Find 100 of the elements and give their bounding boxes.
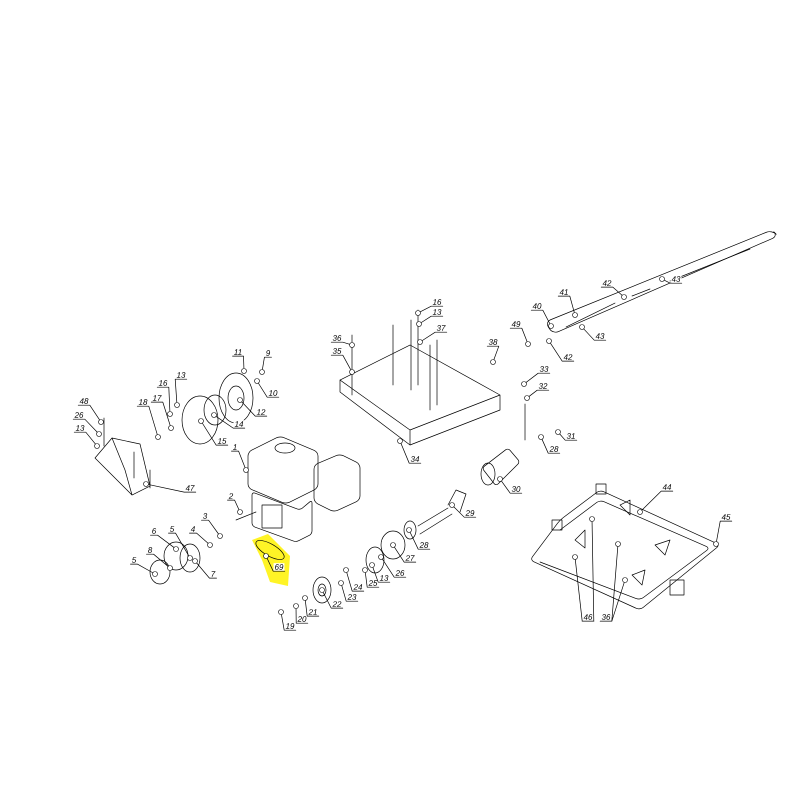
callout-number: 1 xyxy=(232,443,238,451)
leader-line xyxy=(394,547,416,562)
leader-line xyxy=(560,434,578,441)
callout-number: 5 xyxy=(130,556,138,564)
leader-line xyxy=(168,532,189,556)
callout-number: 2 xyxy=(228,492,234,500)
part-marker xyxy=(217,533,223,539)
leader-line xyxy=(600,582,624,622)
leader-line xyxy=(341,585,358,602)
callout-number: 36 xyxy=(600,613,612,621)
part-marker xyxy=(572,554,578,560)
leader-line xyxy=(486,346,500,360)
part-marker xyxy=(211,412,217,418)
part-marker xyxy=(187,555,193,561)
part-marker xyxy=(397,438,403,444)
callout-number: 34 xyxy=(410,455,420,463)
leader-line xyxy=(174,378,188,403)
part-marker xyxy=(173,546,179,552)
leader-line xyxy=(201,520,219,534)
part-marker xyxy=(155,434,161,440)
callout-number: 3 xyxy=(202,512,208,520)
callout-number: 26 xyxy=(394,569,406,577)
callout-number: 49 xyxy=(510,320,522,328)
part-marker xyxy=(259,369,265,375)
leader-line xyxy=(501,480,522,494)
leader-line xyxy=(202,423,228,446)
callout-number: 48 xyxy=(78,397,90,405)
callout-number: 20 xyxy=(296,615,308,623)
part-marker xyxy=(415,310,421,316)
callout-number: 19 xyxy=(284,622,296,630)
callout-number: 13 xyxy=(74,424,86,432)
leader-line xyxy=(642,490,674,510)
callout-number: 40 xyxy=(532,302,542,310)
callout-number: 33 xyxy=(538,365,550,373)
part-marker xyxy=(237,509,243,515)
callout-number: 29 xyxy=(464,509,476,517)
part-marker xyxy=(174,402,180,408)
callout-number: 21 xyxy=(308,608,318,616)
part-marker xyxy=(538,434,544,440)
leader-line xyxy=(346,572,364,592)
part-marker xyxy=(98,419,104,425)
leader-line xyxy=(189,532,208,544)
callout-number: 43 xyxy=(670,275,682,283)
part-marker xyxy=(548,323,554,329)
part-marker xyxy=(524,395,530,401)
leader-line xyxy=(281,614,296,631)
leader-line xyxy=(526,372,550,383)
part-marker xyxy=(198,418,204,424)
callout-number: 12 xyxy=(256,408,266,416)
part-marker xyxy=(302,595,308,601)
leader-line xyxy=(542,439,560,454)
leader-line xyxy=(227,500,240,510)
leader-line xyxy=(420,306,444,312)
part-marker xyxy=(254,378,260,384)
leader-line xyxy=(266,558,286,572)
part-marker xyxy=(546,338,552,344)
callout-number: 10 xyxy=(268,389,278,397)
callout-number: 45 xyxy=(720,513,732,521)
part-marker xyxy=(143,481,149,487)
leader-line xyxy=(296,608,308,624)
callout-number: 17 xyxy=(152,394,162,402)
part-marker xyxy=(406,527,412,533)
leader-line xyxy=(664,280,682,284)
part-marker xyxy=(449,502,455,508)
leader-line xyxy=(136,406,158,435)
leader-line xyxy=(410,532,430,550)
callout-number: 47 xyxy=(184,484,196,492)
callout-number: 13 xyxy=(176,371,186,379)
leader-line xyxy=(130,564,153,573)
part-marker xyxy=(343,567,349,573)
leader-line xyxy=(600,286,622,296)
part-marker xyxy=(555,429,561,435)
callout-number: 41 xyxy=(558,288,570,296)
leader-line xyxy=(322,592,344,608)
part-marker xyxy=(416,321,422,327)
callout-number: 5 xyxy=(168,525,176,533)
callout-number: 11 xyxy=(232,348,244,356)
callout-number: 15 xyxy=(216,437,228,445)
part-marker xyxy=(241,368,247,374)
part-marker xyxy=(378,554,384,560)
leader-line xyxy=(530,310,550,324)
callout-number: 69 xyxy=(274,563,284,571)
part-marker xyxy=(349,342,355,348)
part-marker xyxy=(167,565,173,571)
callout-number: 37 xyxy=(436,324,446,332)
leader-line xyxy=(304,600,320,616)
callout-number: 24 xyxy=(352,583,364,591)
leader-line xyxy=(258,383,280,398)
callout-number: 32 xyxy=(538,382,548,390)
leader-line xyxy=(330,342,350,345)
leader-line xyxy=(262,356,272,370)
part-marker xyxy=(237,397,243,403)
callout-number: 42 xyxy=(602,279,612,287)
callout-number: 6 xyxy=(150,527,158,535)
callout-number: 30 xyxy=(510,485,522,493)
callout-number: 25 xyxy=(368,579,378,587)
leader-line xyxy=(78,404,100,420)
part-marker xyxy=(94,443,100,449)
leader-line xyxy=(146,554,168,567)
part-marker xyxy=(349,369,355,375)
